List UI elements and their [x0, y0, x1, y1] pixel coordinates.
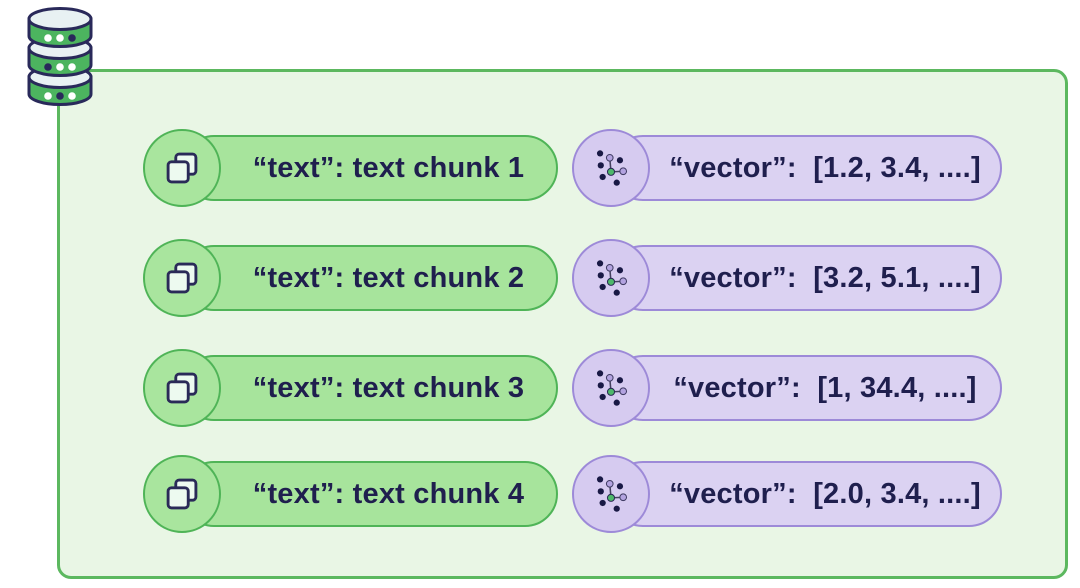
text-chunk-pill — [181, 355, 558, 421]
chunk-row: “text”: text chunk 4 “vector”: [2. — [143, 455, 1003, 533]
copy-icon — [143, 349, 221, 427]
vector-cluster-icon — [572, 455, 650, 533]
vector-badge: “vector”: [2.0, 3.4, ....] — [572, 455, 1002, 533]
database-icon — [21, 5, 99, 109]
chunk-row: “text”: text chunk 2 “vector”: [3. — [143, 239, 1003, 317]
vector-badge: “vector”: [3.2, 5.1, ....] — [572, 239, 1002, 317]
copy-icon — [143, 455, 221, 533]
text-chunk-label: “text”: text chunk 3 — [252, 371, 525, 404]
vector-label: “vector”: [2.0, 3.4, ....] — [669, 477, 981, 510]
vector-badge: “vector”: [1, 34.4, ....] — [572, 349, 1002, 427]
text-chunk-badge: “text”: text chunk 3 — [143, 349, 558, 427]
copy-icon — [143, 239, 221, 317]
vector-label: “vector”: [1.2, 3.4, ....] — [669, 151, 981, 184]
chunk-row: “text”: text chunk 3 “vector”: [1, — [143, 349, 1003, 427]
text-chunk-label: “text”: text chunk 1 — [252, 151, 525, 184]
text-chunk-badge: “text”: text chunk 1 — [143, 129, 558, 207]
text-chunk-label: “text”: text chunk 2 — [252, 261, 525, 294]
text-chunk-pill — [181, 135, 558, 201]
vector-label: “vector”: [3.2, 5.1, ....] — [669, 261, 981, 294]
vector-badge: “vector”: [1.2, 3.4, ....] — [572, 129, 1002, 207]
text-chunk-pill — [181, 245, 558, 311]
text-chunk-pill — [181, 461, 558, 527]
chunk-row: “text”: text chunk 1 “vector”: [1. — [143, 129, 1003, 207]
text-chunk-badge: “text”: text chunk 4 — [143, 455, 558, 533]
text-chunk-badge: “text”: text chunk 2 — [143, 239, 558, 317]
text-chunk-label: “text”: text chunk 4 — [252, 477, 525, 510]
vector-pill — [610, 461, 1002, 527]
vector-cluster-icon — [572, 129, 650, 207]
vector-cluster-icon — [572, 239, 650, 317]
vector-label: “vector”: [1, 34.4, ....] — [673, 371, 977, 404]
vector-pill — [610, 355, 1002, 421]
vector-pill — [610, 245, 1002, 311]
vector-cluster-icon — [572, 349, 650, 427]
copy-icon — [143, 129, 221, 207]
